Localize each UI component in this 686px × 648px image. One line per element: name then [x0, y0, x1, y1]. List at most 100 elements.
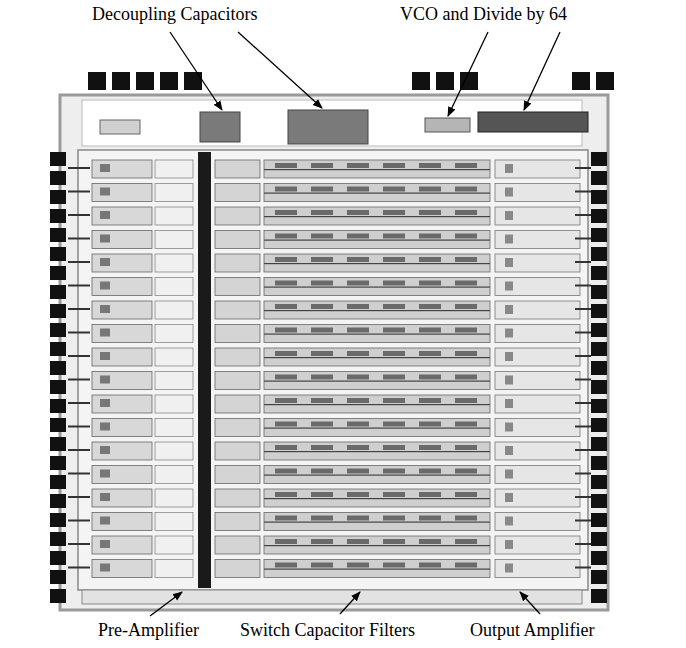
row-wire [264, 263, 490, 264]
bond-pad [50, 152, 66, 166]
capacitor [419, 516, 441, 521]
row-wire [264, 381, 490, 382]
pre-amplifier-cell [155, 160, 193, 178]
output-wire [575, 285, 591, 287]
bond-pad [50, 228, 66, 242]
filter-cell [215, 513, 260, 531]
bond-pad [591, 304, 607, 318]
capacitor [347, 445, 369, 450]
pre-amplifier-cell [92, 301, 152, 319]
output-wire [575, 261, 591, 263]
capacitor [419, 163, 441, 168]
capacitor [383, 210, 405, 215]
bond-pad [591, 247, 607, 261]
bond-pad [112, 72, 130, 90]
filter-cell [215, 278, 260, 296]
part-label: Decoupling Capacitors [92, 4, 257, 24]
capacitor [275, 398, 297, 403]
input-wire [68, 379, 90, 381]
transistor [505, 399, 513, 408]
filter-cell [215, 489, 260, 507]
row-wire [264, 428, 490, 429]
bottom-bus [82, 590, 582, 604]
filter-cell [215, 466, 260, 484]
capacitor [275, 210, 297, 215]
bond-pad [88, 72, 106, 90]
filter-cell [215, 325, 260, 343]
output-amplifier-cell [495, 348, 580, 366]
filter-cell [215, 395, 260, 413]
capacitor [347, 539, 369, 544]
capacitor [311, 210, 333, 215]
bond-pad [50, 513, 66, 527]
transistor [505, 376, 513, 385]
transistor [100, 164, 110, 172]
output-amplifier-cell [495, 325, 580, 343]
bond-pad [50, 285, 66, 299]
vco-block [425, 118, 470, 132]
output-amplifier-cell [495, 536, 580, 554]
bond-pad [436, 72, 454, 90]
transistor [505, 282, 513, 291]
capacitor [419, 257, 441, 262]
pre-amplifier-cell [155, 278, 193, 296]
capacitor [311, 539, 333, 544]
input-wire [68, 214, 90, 216]
capacitor [383, 234, 405, 239]
output-amplifier-cell [495, 372, 580, 390]
capacitor [347, 210, 369, 215]
pre-amplifier-cell [92, 372, 152, 390]
pre-amplifier-cell [155, 231, 193, 249]
capacitor [311, 375, 333, 380]
filter-cell [215, 231, 260, 249]
capacitor [419, 281, 441, 286]
bond-pad [160, 72, 178, 90]
input-wire [68, 191, 90, 193]
bond-pad [50, 266, 66, 280]
bond-pad [50, 209, 66, 223]
input-wire [68, 332, 90, 334]
pre-amplifier-cell [155, 348, 193, 366]
capacitor [275, 422, 297, 427]
transistor [505, 352, 513, 361]
capacitor [419, 210, 441, 215]
row-wire [264, 498, 490, 499]
bond-pad [596, 72, 614, 90]
bond-pad [50, 551, 66, 565]
transistor [100, 564, 110, 572]
capacitor [455, 445, 477, 450]
filter-cell [264, 231, 490, 249]
transistor [505, 164, 513, 173]
output-wire [575, 473, 591, 475]
pre-amplifier-cell [155, 325, 193, 343]
capacitor [383, 469, 405, 474]
capacitor [383, 516, 405, 521]
transistor [100, 470, 110, 478]
filter-cell [264, 419, 490, 437]
pre-amplifier-cell [155, 536, 193, 554]
bond-pad [50, 437, 66, 451]
bond-pad [50, 190, 66, 204]
capacitor [347, 469, 369, 474]
capacitor [347, 234, 369, 239]
pre-amplifier-cell [155, 207, 193, 225]
capacitor [275, 492, 297, 497]
filter-cell [264, 325, 490, 343]
bond-pad [50, 475, 66, 489]
leader-line [238, 32, 322, 108]
output-wire [575, 379, 591, 381]
pre-amplifier-cell [155, 442, 193, 460]
capacitor [311, 328, 333, 333]
capacitor [455, 469, 477, 474]
output-wire [575, 567, 591, 569]
pre-amplifier-cell [155, 489, 193, 507]
output-amplifier-cell [495, 278, 580, 296]
output-amplifier-cell [495, 560, 580, 578]
output-wire [575, 308, 591, 310]
bond-pad [136, 72, 154, 90]
capacitor [455, 351, 477, 356]
filter-cell [264, 254, 490, 272]
row-wire [264, 404, 490, 405]
bond-pad [50, 589, 66, 603]
capacitor [419, 234, 441, 239]
